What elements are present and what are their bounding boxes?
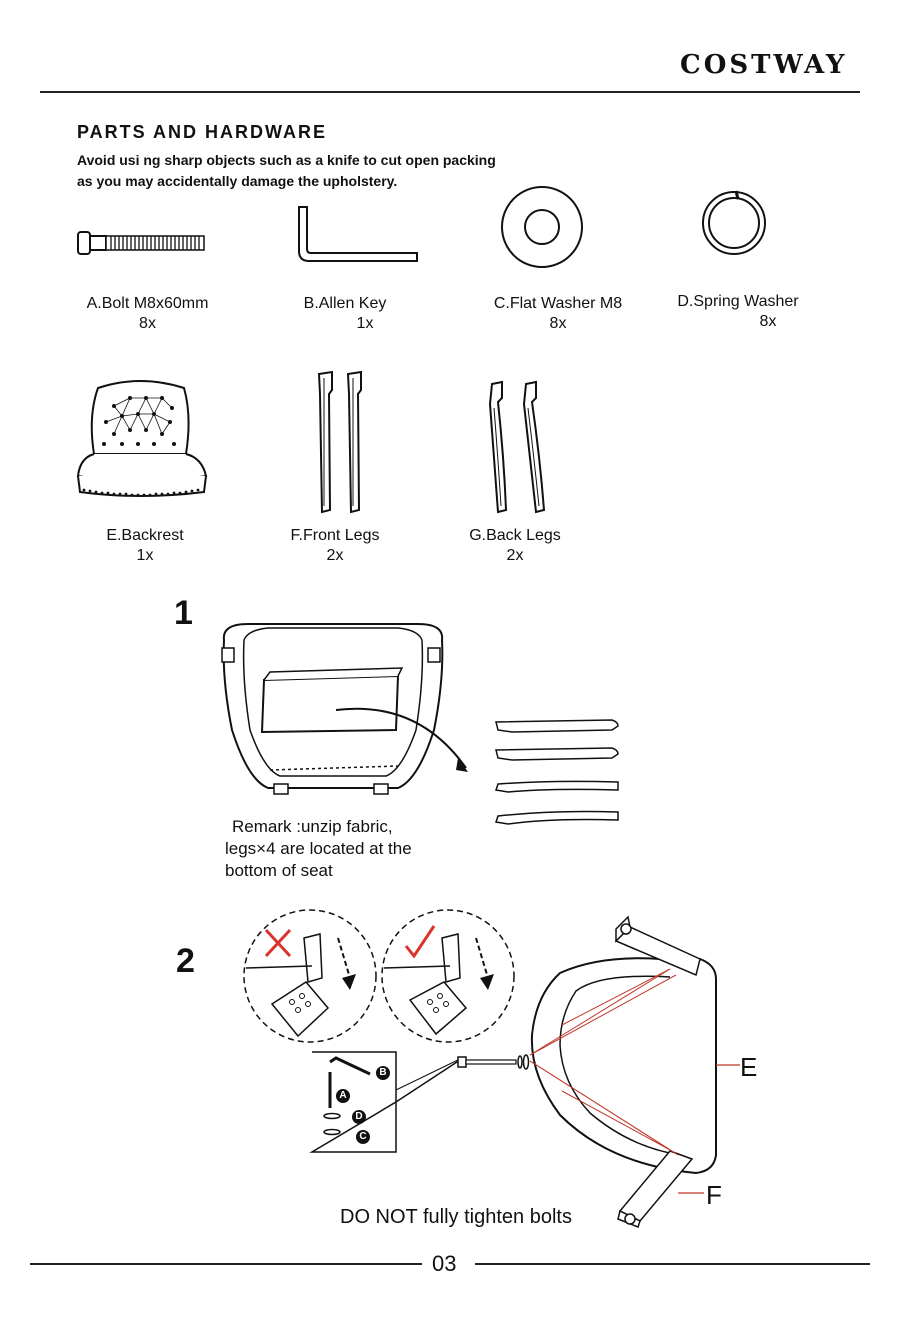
part-qty: 2x bbox=[506, 547, 524, 564]
unpacked-legs-illustration bbox=[495, 719, 619, 825]
part-label-g: G.Back Legs 2x bbox=[440, 526, 590, 566]
hardware-letter-c: C bbox=[356, 1130, 370, 1144]
wrong-way-detail-icon bbox=[243, 909, 377, 1043]
front-legs-icon bbox=[317, 370, 362, 514]
right-way-detail-icon bbox=[381, 909, 515, 1043]
remark-line2: legs×4 are located at the bbox=[225, 839, 412, 858]
part-qty: 8x bbox=[759, 313, 777, 330]
tightening-warning: DO NOT fully tighten bolts bbox=[340, 1206, 572, 1228]
part-name: A.Bolt M8x60mm bbox=[86, 295, 209, 312]
hardware-letter-a: A bbox=[336, 1089, 350, 1103]
hardware-callout-box bbox=[309, 1051, 463, 1153]
packing-note: Avoid usi ng sharp objects such as a kni… bbox=[77, 150, 496, 192]
part-label-b: B.Allen Key 1x bbox=[280, 294, 410, 334]
part-label-e: E.Backrest 1x bbox=[80, 526, 210, 566]
callout-backrest: E bbox=[740, 1052, 758, 1082]
step-2-number: 2 bbox=[176, 942, 195, 980]
remark-line3: bottom of seat bbox=[225, 861, 333, 880]
allen-key-icon bbox=[298, 206, 418, 262]
packing-note-line2: as you may accidentally damage the uphol… bbox=[77, 173, 398, 189]
bolt-assembly-icon bbox=[457, 1054, 530, 1070]
part-label-a: A.Bolt M8x60mm 8x bbox=[70, 294, 225, 334]
part-qty: 1x bbox=[356, 315, 374, 332]
part-qty: 2x bbox=[326, 547, 344, 564]
chair-frame-illustration bbox=[529, 915, 740, 1228]
footer-divider-right bbox=[475, 1263, 870, 1265]
remark-line1: Remark :unzip fabric, bbox=[232, 817, 393, 836]
part-name: D.Spring Washer bbox=[677, 293, 799, 310]
hardware-letter-b: B bbox=[376, 1066, 390, 1080]
page-number: 03 bbox=[432, 1251, 457, 1276]
footer-divider-left bbox=[30, 1263, 422, 1265]
part-qty: 8x bbox=[549, 315, 567, 332]
part-qty: 1x bbox=[136, 547, 154, 564]
part-label-d: D.Spring Washer 8x bbox=[668, 292, 808, 332]
bolt-icon bbox=[77, 231, 205, 255]
seat-underside-illustration bbox=[221, 623, 468, 795]
brand-logo: COSTWAY bbox=[680, 50, 848, 80]
section-title: PARTS AND HARDWARE bbox=[77, 122, 327, 142]
part-name: C.Flat Washer M8 bbox=[493, 295, 623, 312]
header-divider bbox=[40, 91, 860, 93]
hardware-letter-d: D bbox=[352, 1110, 366, 1124]
part-name: E.Backrest bbox=[106, 527, 184, 544]
packing-note-line1: Avoid usi ng sharp objects such as a kni… bbox=[77, 152, 496, 168]
part-name: G.Back Legs bbox=[469, 527, 561, 544]
part-name: B.Allen Key bbox=[303, 295, 387, 312]
step-1-number: 1 bbox=[174, 594, 193, 632]
backrest-icon bbox=[76, 380, 208, 497]
back-legs-icon bbox=[488, 380, 546, 514]
step-1-remark: Remark :unzip fabric, legs×4 are located… bbox=[225, 816, 412, 882]
part-label-c: C.Flat Washer M8 8x bbox=[478, 294, 638, 334]
part-label-f: F.Front Legs 2x bbox=[265, 526, 405, 566]
part-qty: 8x bbox=[139, 315, 156, 332]
part-name: F.Front Legs bbox=[290, 527, 380, 544]
spring-washer-icon bbox=[702, 190, 766, 255]
callout-front-leg: F bbox=[706, 1180, 722, 1210]
flat-washer-icon bbox=[501, 186, 583, 268]
